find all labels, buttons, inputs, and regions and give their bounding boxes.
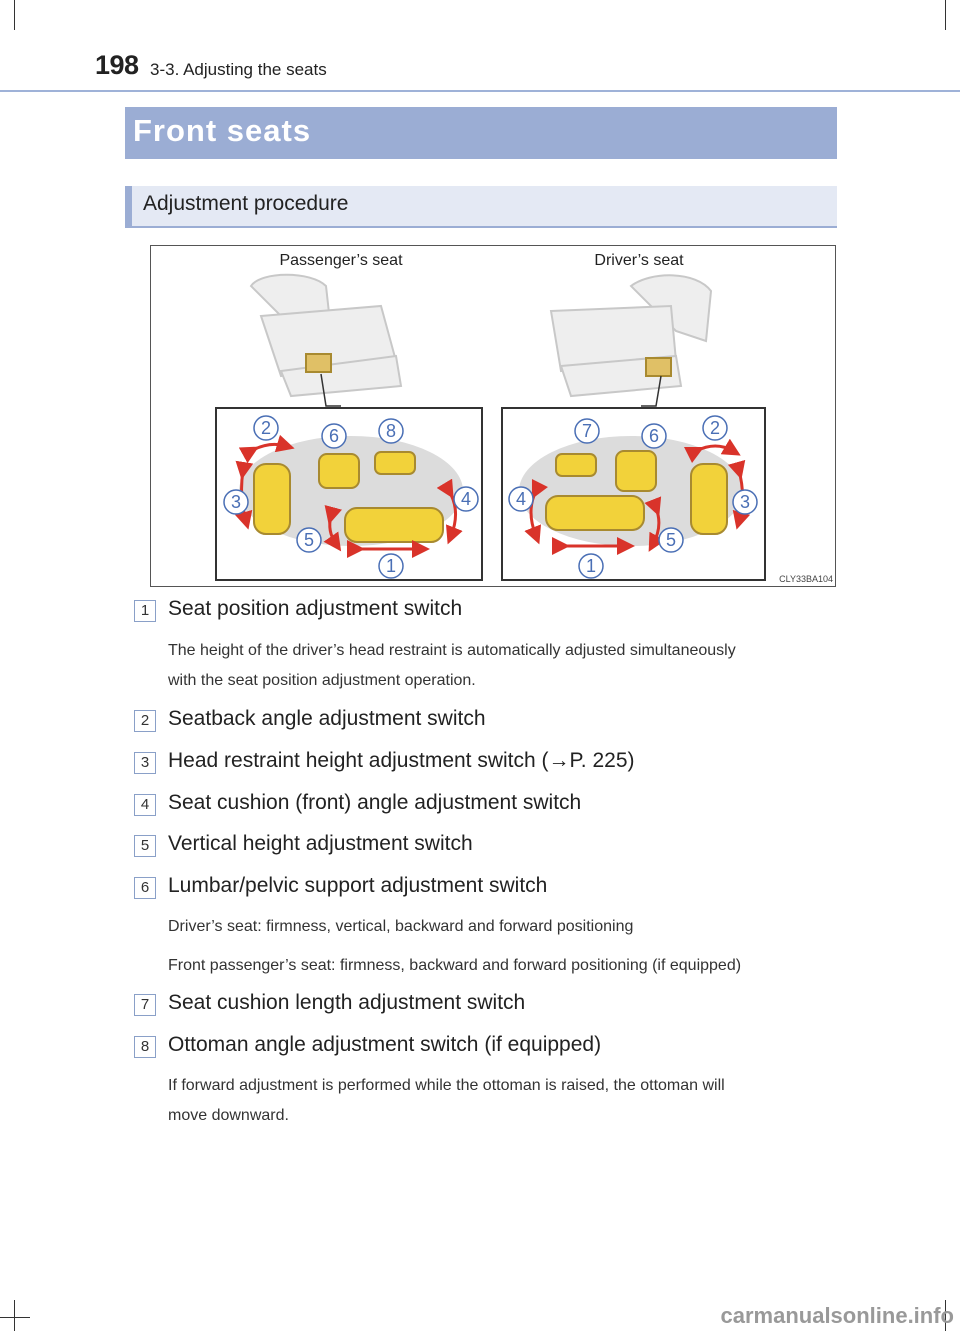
callout-4: 4 (516, 489, 526, 509)
crop-mark (945, 1300, 946, 1331)
callout-6: 6 (329, 426, 339, 446)
item-number-badge: 6 (134, 877, 156, 899)
page-title: Front seats (133, 113, 312, 148)
callout-3: 3 (740, 492, 750, 512)
callout-2: 2 (261, 418, 271, 438)
item-title: Ottoman angle adjustment switch (if equi… (168, 1033, 602, 1056)
seat-switch-figure: Passenger’s seat Driver’s seat (150, 245, 836, 587)
section-reference: 3-3. Adjusting the seats (150, 60, 327, 79)
callout-2: 2 (710, 418, 720, 438)
crop-mark (0, 1317, 30, 1318)
item-number-badge: 2 (134, 710, 156, 732)
callout-4: 4 (461, 489, 471, 509)
figure-code: CLY33BA104 (779, 574, 833, 584)
lumbar-switch (318, 453, 360, 489)
cushion-switch (344, 507, 444, 543)
lumbar-switch (615, 450, 657, 492)
cushion-length-switch (555, 453, 597, 477)
subsection-bar: Adjustment procedure (125, 186, 837, 228)
crop-mark (14, 0, 15, 30)
item-title: Vertical height adjustment switch (168, 832, 473, 855)
passenger-seat-label: Passenger’s seat (279, 252, 403, 269)
item-number-badge: 5 (134, 835, 156, 857)
item-title: Seat cushion (front) angle adjustment sw… (168, 791, 582, 814)
crop-mark (945, 0, 946, 30)
page-title-bar: Front seats (125, 107, 837, 159)
driver-seat-drawing (549, 274, 713, 398)
item-note: If forward adjustment is performed while… (168, 1077, 725, 1094)
footer-watermark: carmanualsonline.info (720, 1303, 955, 1328)
callout-6: 6 (649, 426, 659, 446)
item-number-badge: 3 (134, 752, 156, 774)
item-title: Seatback angle adjustment switch (168, 707, 486, 730)
callout-1: 1 (586, 556, 596, 576)
page-number: 198 (95, 50, 139, 80)
item-title: Seat cushion length adjustment switch (168, 991, 526, 1014)
callout-8: 8 (386, 421, 396, 441)
callout-5: 5 (666, 530, 676, 550)
item-number-badge: 4 (134, 794, 156, 816)
callout-3: 3 (231, 492, 241, 512)
item-note: The height of the driver’s head restrain… (168, 642, 736, 659)
item-title: Seat position adjustment switch (168, 597, 463, 620)
header-rule (0, 90, 960, 92)
cushion-switch (545, 495, 645, 531)
item-title: Head restraint height adjustment switch … (168, 749, 635, 772)
passenger-switch-panel: 2 6 8 3 4 5 1 (215, 407, 483, 581)
item-number-badge: 1 (134, 600, 156, 622)
item-note: Driver’s seat: firmness, vertical, backw… (168, 918, 634, 935)
subsection-accent (125, 186, 132, 226)
item-note: move downward. (168, 1107, 289, 1124)
seatback-switch (253, 463, 291, 535)
seat-illustration: Passenger’s seat Driver’s seat (215, 252, 833, 584)
crop-mark (14, 1300, 15, 1331)
item-number-badge: 8 (134, 1036, 156, 1058)
callout-5: 5 (304, 530, 314, 550)
driver-switch-panel: 7 6 2 4 3 5 1 (501, 407, 766, 581)
item-note: Front passenger’s seat: firmness, backwa… (168, 957, 742, 974)
ottoman-switch (374, 451, 416, 475)
item-title: Lumbar/pelvic support adjustment switch (168, 874, 548, 897)
subsection-title: Adjustment procedure (143, 192, 349, 215)
item-number-badge: 7 (134, 994, 156, 1016)
driver-seat-label: Driver’s seat (594, 252, 684, 269)
item-note: with the seat position adjustment operat… (168, 672, 476, 689)
callout-1: 1 (386, 556, 396, 576)
passenger-seat-drawing (249, 273, 403, 398)
seatback-switch (690, 463, 728, 535)
callout-7: 7 (582, 421, 592, 441)
